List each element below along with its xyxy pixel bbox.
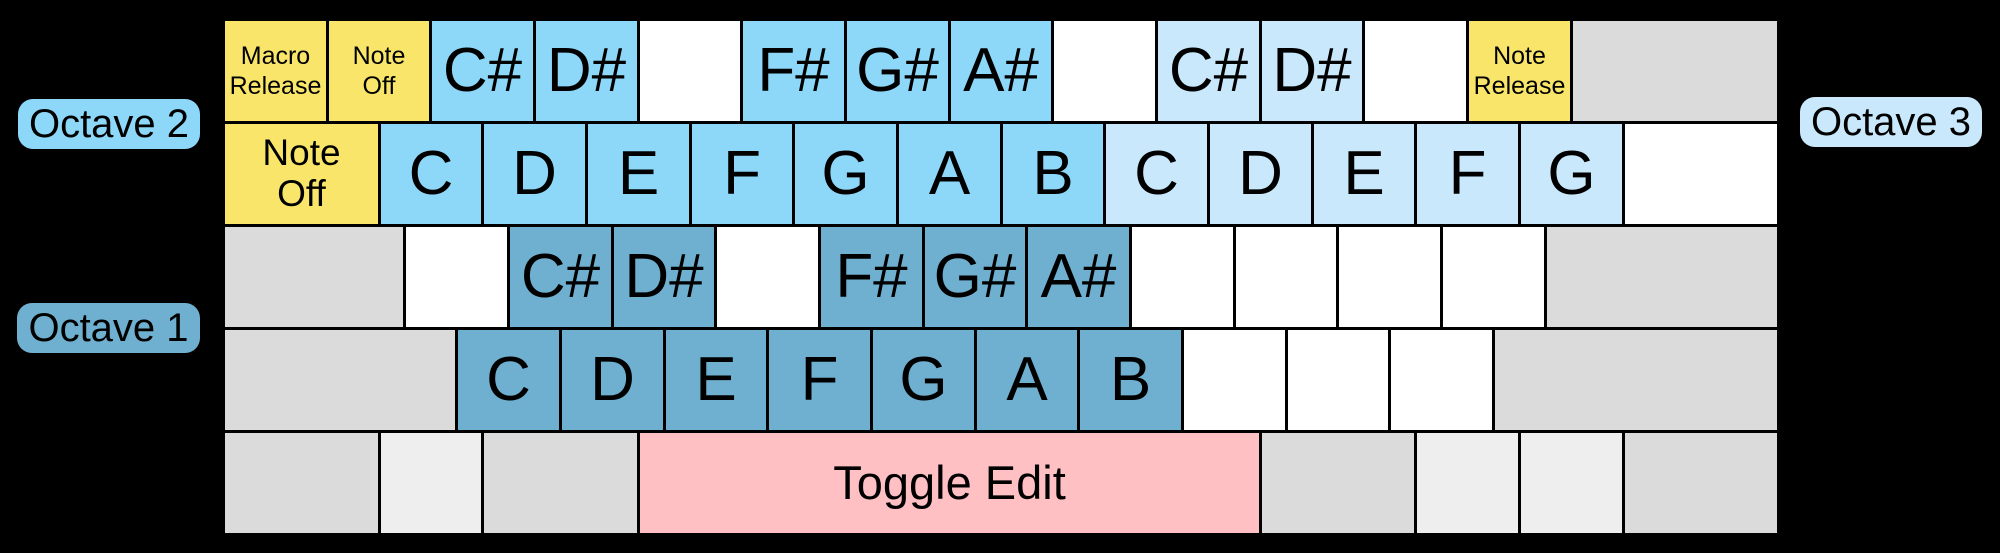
key-g-octave2[interactable]: G <box>792 121 899 227</box>
octave-1-label: Octave 1 <box>17 303 200 353</box>
key-csharp-octave1[interactable]: C# <box>507 224 614 330</box>
octave-3-label: Octave 3 <box>1800 97 1982 147</box>
key-csharp-octave3[interactable]: C# <box>1155 18 1262 124</box>
key-note-release[interactable]: Note Release <box>1466 18 1573 124</box>
key-unassigned <box>1285 327 1391 433</box>
key-e-octave1[interactable]: E <box>663 327 769 433</box>
key-filler <box>378 430 484 536</box>
key-g-octave3[interactable]: G <box>1518 121 1625 227</box>
key-d-octave1[interactable]: D <box>559 327 666 433</box>
key-filler <box>222 224 406 330</box>
key-toggle-edit[interactable]: Toggle Edit <box>637 430 1262 536</box>
key-filler <box>1259 430 1417 536</box>
key-fsharp-octave1[interactable]: F# <box>818 224 925 330</box>
key-unassigned <box>1622 121 1780 227</box>
key-b-octave2[interactable]: B <box>1000 121 1106 227</box>
key-filler <box>1544 224 1780 330</box>
key-a-octave1[interactable]: A <box>974 327 1080 433</box>
key-d-octave3[interactable]: D <box>1207 121 1314 227</box>
key-filler <box>1622 430 1780 536</box>
key-unassigned <box>1336 224 1443 330</box>
key-c-octave2[interactable]: C <box>378 121 484 227</box>
key-dsharp-octave3[interactable]: D# <box>1259 18 1365 124</box>
key-filler <box>1414 430 1521 536</box>
key-note-off-tab[interactable]: Note Off <box>222 121 381 227</box>
octave-2-label: Octave 2 <box>18 99 200 149</box>
key-c-octave1[interactable]: C <box>455 327 562 433</box>
key-e-octave2[interactable]: E <box>585 121 692 227</box>
key-note-off-number-row[interactable]: Note Off <box>326 18 432 124</box>
key-unassigned <box>1051 18 1158 124</box>
key-unassigned <box>403 224 510 330</box>
key-gsharp-octave2[interactable]: G# <box>844 18 951 124</box>
key-unassigned <box>637 18 743 124</box>
key-unassigned <box>714 224 821 330</box>
key-filler <box>1492 327 1780 433</box>
key-gsharp-octave1[interactable]: G# <box>922 224 1028 330</box>
key-g-octave1[interactable]: G <box>870 327 977 433</box>
key-macro-release[interactable]: Macro Release <box>222 18 329 124</box>
key-f-octave3[interactable]: F <box>1414 121 1521 227</box>
key-unassigned <box>1233 224 1339 330</box>
key-filler <box>481 430 640 536</box>
key-filler <box>1518 430 1625 536</box>
key-d-octave2[interactable]: D <box>481 121 588 227</box>
key-asharp-octave2[interactable]: A# <box>948 18 1054 124</box>
key-c-octave3[interactable]: C <box>1103 121 1210 227</box>
key-unassigned <box>1181 327 1288 433</box>
key-csharp-octave2[interactable]: C# <box>429 18 536 124</box>
key-a-octave2[interactable]: A <box>896 121 1003 227</box>
key-dsharp-octave1[interactable]: D# <box>611 224 717 330</box>
key-dsharp-octave2[interactable]: D# <box>533 18 640 124</box>
key-unassigned <box>1129 224 1236 330</box>
key-unassigned <box>1440 224 1547 330</box>
key-filler <box>222 430 381 536</box>
key-asharp-octave1[interactable]: A# <box>1025 224 1132 330</box>
key-filler <box>1570 18 1780 124</box>
key-f-octave2[interactable]: F <box>689 121 795 227</box>
key-f-octave1[interactable]: F <box>766 327 873 433</box>
key-unassigned <box>1388 327 1495 433</box>
key-e-octave3[interactable]: E <box>1311 121 1417 227</box>
key-filler <box>222 327 458 433</box>
key-b-octave1[interactable]: B <box>1077 327 1184 433</box>
key-unassigned <box>1362 18 1469 124</box>
key-fsharp-octave2[interactable]: F# <box>740 18 847 124</box>
